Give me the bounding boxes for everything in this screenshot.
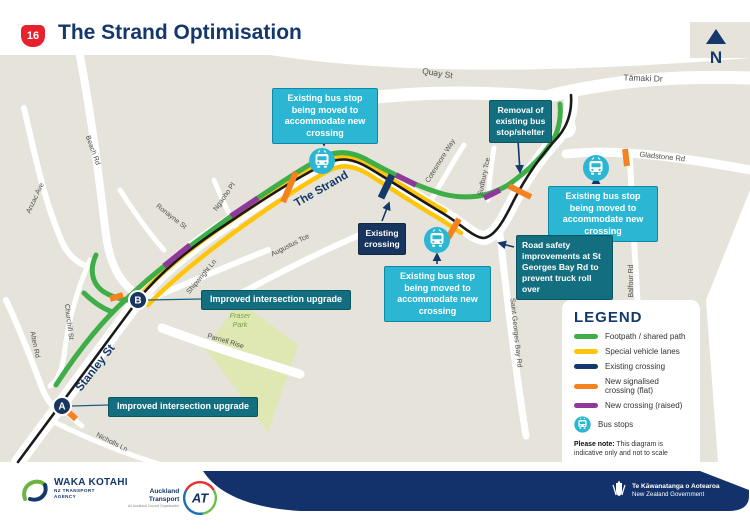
- raised-crossing-swatch: [574, 403, 598, 408]
- footer-band: [203, 471, 749, 511]
- callout-bus-stop-moved-middle: Existing bus stop being moved to accommo…: [384, 266, 491, 323]
- road-gladstone: [561, 147, 750, 175]
- waka-kotahi-swoosh-icon: [22, 479, 48, 502]
- legend-item-existing-crossing: Existing crossing: [574, 362, 688, 371]
- fraser-park-area: [205, 302, 298, 432]
- legend-item-raised-crossing: New crossing (raised): [574, 401, 688, 410]
- crossing-flat-junction: [507, 183, 533, 200]
- at-name-line2: Transport: [148, 495, 180, 503]
- legend-title: LEGEND: [574, 309, 643, 326]
- bus-stop-icon: [574, 416, 591, 433]
- road-quay-tamaki: [311, 70, 750, 111]
- marker-links: [71, 298, 202, 407]
- legend-item-label: Existing crossing: [605, 362, 666, 371]
- footpath-hook-2: [81, 290, 115, 315]
- road-augustus: [233, 231, 365, 299]
- at-monogram: AT: [191, 491, 209, 506]
- crossing-raised-2: [229, 195, 260, 219]
- park-label-line2: Park: [233, 320, 248, 329]
- callout-bus-stop-moved-right: Existing bus stop being moved to accommo…: [548, 186, 658, 243]
- street-label: Tāmaki Dr: [623, 72, 663, 83]
- legend-item-signalised-crossing: New signalised crossing (flat): [574, 377, 688, 395]
- legend-item-label: New signalised crossing (flat): [605, 377, 659, 395]
- street-label: Quay St: [422, 66, 455, 81]
- legend-note-bold: Please note:: [574, 441, 615, 448]
- road-anzac-ave: [21, 105, 89, 269]
- road-ronayne: [117, 187, 167, 253]
- nz-coat-of-arms-icon: [612, 481, 626, 496]
- callout-intersection-upgrade-a: Improved intersection upgrade: [108, 397, 259, 417]
- deco-swoosh-top: [270, 55, 750, 70]
- road-ngaoho: [211, 177, 241, 233]
- legend-item-vehicle-lanes: Special vehicle lanes: [574, 347, 688, 356]
- street-label: Churchill St: [63, 304, 74, 340]
- road-strand-centreline: [16, 93, 573, 464]
- auckland-transport-logo: Auckland Transport An Auckland Council O…: [128, 481, 218, 515]
- crossing-flat-gladstone: [622, 148, 630, 167]
- raised-crossings: [162, 172, 502, 269]
- legend-item-bus-stops: Bus stops: [574, 416, 688, 433]
- north-arrow: N: [706, 29, 726, 67]
- footpath-main: [53, 101, 563, 388]
- nz-government-logo: Te Kāwanatanga o Aotearoa New Zealand Go…: [612, 481, 720, 501]
- callout-road-safety: Road safety improvements at St Georges B…: [516, 235, 613, 301]
- page-title: The Strand Optimisation: [58, 21, 302, 44]
- existing-crossing-swatch: [574, 364, 598, 369]
- callout-intersection-upgrade-b: Improved intersection upgrade: [201, 290, 352, 310]
- north-arrow-label: N: [710, 48, 722, 67]
- road-churchill: [47, 257, 93, 389]
- road-parnell-rise: [157, 323, 305, 379]
- park-label-line1: Fraser: [230, 311, 251, 320]
- waka-kotahi-sub1: NZ TRANSPORT: [54, 488, 95, 493]
- park-label: Fraser Park: [230, 311, 251, 329]
- waka-kotahi-name: WAKA KOTAHI: [54, 477, 128, 488]
- lane-yellow-se: [145, 164, 464, 308]
- bus-stop-icon: [582, 154, 610, 182]
- road-beach-rd: [76, 52, 138, 296]
- waka-kotahi-logo: WAKA KOTAHI NZ TRANSPORT AGENCY: [19, 477, 128, 505]
- highway-shield-badge: 16: [21, 25, 45, 47]
- crossing-raised-4: [482, 187, 502, 201]
- bus-stop-icon: [308, 147, 336, 175]
- legend-item-label: Footpath / shared path: [605, 332, 686, 341]
- bus-stop-icon: [423, 226, 451, 254]
- waka-kotahi-sub2: AGENCY: [54, 494, 77, 500]
- callout-bus-stop-removal: Removal of existing bus stop/shelter: [489, 100, 552, 144]
- vehicle-lanes-swatch: [574, 349, 598, 354]
- crossing-raised-3: [394, 172, 418, 188]
- legend-item-label: Special vehicle lanes: [605, 347, 680, 356]
- deco-swoosh-right: [706, 190, 750, 462]
- at-monogram-icon: AT: [183, 481, 218, 515]
- marker-b: B: [128, 290, 148, 310]
- north-arrow-icon: [706, 29, 726, 44]
- crossing-flat-strand: [280, 170, 299, 204]
- nz-govt-line2: New Zealand Government: [632, 491, 705, 499]
- at-name-line1: Auckland: [149, 487, 180, 495]
- footpath-swatch: [574, 334, 598, 339]
- callout-existing-crossing: Existing crossing: [358, 223, 406, 256]
- legend-note-text: This diagram is indicative only and not …: [574, 441, 668, 458]
- legend-item-label: Bus stops: [598, 420, 634, 429]
- legend: LEGEND Footpath / shared path Special ve…: [562, 300, 700, 469]
- at-tagline: An Auckland Council Organisation: [128, 504, 180, 509]
- marker-a-label: A: [58, 402, 65, 413]
- marker-a: A: [52, 396, 72, 416]
- crossing-existing: [377, 173, 396, 200]
- crossing-raised-1: [162, 242, 192, 269]
- street-label: Balfour Rd: [628, 264, 635, 297]
- marker-b-label: B: [134, 296, 141, 307]
- legend-item-label: New crossing (raised): [605, 401, 683, 410]
- road-st-georges-bay: [496, 230, 530, 440]
- crossing-flat-bend: [445, 217, 462, 240]
- legend-note: Please note: This diagram is indicative …: [574, 440, 688, 459]
- callout-bus-stop-moved-top: Existing bus stop being moved to accommo…: [272, 88, 378, 145]
- road-nicholls: [47, 417, 175, 471]
- legend-item-footpath: Footpath / shared path: [574, 332, 688, 341]
- nz-govt-line1: Te Kāwanatanga o Aotearoa: [632, 482, 720, 490]
- crossing-flat-b: [109, 292, 124, 302]
- signalised-crossing-swatch: [574, 383, 598, 389]
